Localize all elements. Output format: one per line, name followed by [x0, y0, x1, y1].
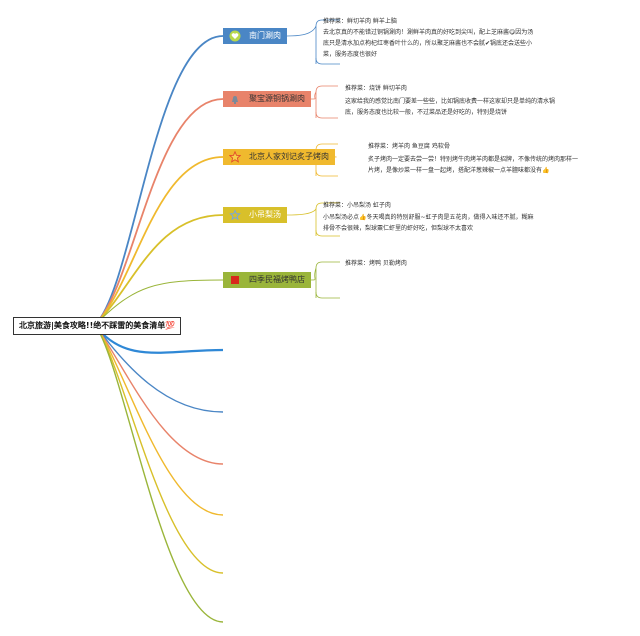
- branch-node-siji[interactable]: 四季民福烤鸭店: [223, 272, 311, 288]
- child-connector: [315, 229, 340, 237]
- branch-connector: [94, 35, 224, 326]
- branch-description: 炙子烤肉一定要去尝一尝！特别烤牛肉烤羊肉都是招牌，不像传统的烤肉那样一片烤，是像…: [368, 156, 579, 174]
- branch-node-nanmen[interactable]: 南门涮肉: [223, 28, 287, 44]
- child-connector: [310, 90, 317, 118]
- root-topic[interactable]: 北京旅游|美食攻略!!绝不踩雷的美食清单💯: [13, 317, 182, 335]
- child-connector: [315, 291, 340, 299]
- empty-branch-connector: [94, 324, 224, 623]
- recommend-dishes: 推荐菜：烤鸭 贝勒烤肉: [345, 260, 407, 267]
- empty-branch-connector: [94, 324, 224, 516]
- branch-description: 这家给我的感觉比南门要差一些些，比如锅底收费一样这家却只是单纯的清水锅底，服务态…: [345, 98, 556, 116]
- recommend-dishes: 推荐菜：烤羊肉 鱼豆腐 鸡软骨: [368, 143, 450, 150]
- branch-node-jubaoyuan[interactable]: 聚宝源铜锅涮肉: [223, 91, 311, 107]
- branch-connector: [94, 279, 224, 326]
- bell-icon: [229, 93, 241, 105]
- branch-description: 小吊梨汤必点👍冬天喝真的特别舒服~虹子肉是五花肉，做得入味还不腻，糊麻排骨不会很…: [323, 214, 534, 232]
- child-connector: [315, 143, 338, 151]
- branch-connector: [94, 156, 224, 326]
- recommend-dishes: 推荐菜：小吊梨汤 虹子肉: [323, 202, 391, 209]
- branch-connector: [94, 214, 224, 326]
- heart-icon: [229, 30, 241, 42]
- branch-label: 四季民福烤鸭店: [249, 275, 305, 284]
- child-connector: [286, 207, 317, 236]
- child-connector: [315, 19, 340, 27]
- child-connector: [315, 202, 340, 210]
- child-connector: [315, 261, 340, 269]
- branch-node-liuji[interactable]: 北京人家刘记炙子烤肉: [223, 149, 335, 165]
- branch-label: 北京人家刘记炙子烤肉: [249, 152, 329, 161]
- branch-description: 去北京真的不能错过铜锅涮肉！涮鲜羊肉真的好吃到尖叫，配上芝麻酱😋因为汤底只是清水…: [323, 29, 534, 58]
- branch-connectors: [94, 19, 340, 623]
- star-icon: [228, 150, 242, 163]
- branch-connector: [94, 98, 224, 326]
- branch-label: 小吊梨汤: [249, 210, 281, 219]
- empty-branch-connector: [94, 324, 224, 574]
- child-connector: [315, 169, 338, 177]
- recommend-dishes: 推荐菜：烧饼 鲜切羊肉: [345, 85, 407, 92]
- child-connector: [315, 85, 338, 93]
- child-connector: [315, 111, 338, 119]
- child-connector: [315, 57, 340, 65]
- star-outline-icon: [229, 209, 241, 221]
- child-connector: [310, 267, 317, 298]
- flag-icon: [229, 274, 241, 286]
- branch-label: 聚宝源铜锅涮肉: [249, 94, 305, 103]
- branch-node-xiaodiao[interactable]: 小吊梨汤: [223, 207, 287, 223]
- empty-branch-connector: [94, 324, 224, 413]
- child-connector: [286, 25, 317, 64]
- branch-label: 南门涮肉: [249, 31, 281, 40]
- empty-branch-connector: [94, 324, 224, 465]
- recommend-dishes: 推荐菜：鲜切羊肉 鲜羊上脑: [323, 18, 397, 25]
- empty-branch-connector: [94, 324, 224, 354]
